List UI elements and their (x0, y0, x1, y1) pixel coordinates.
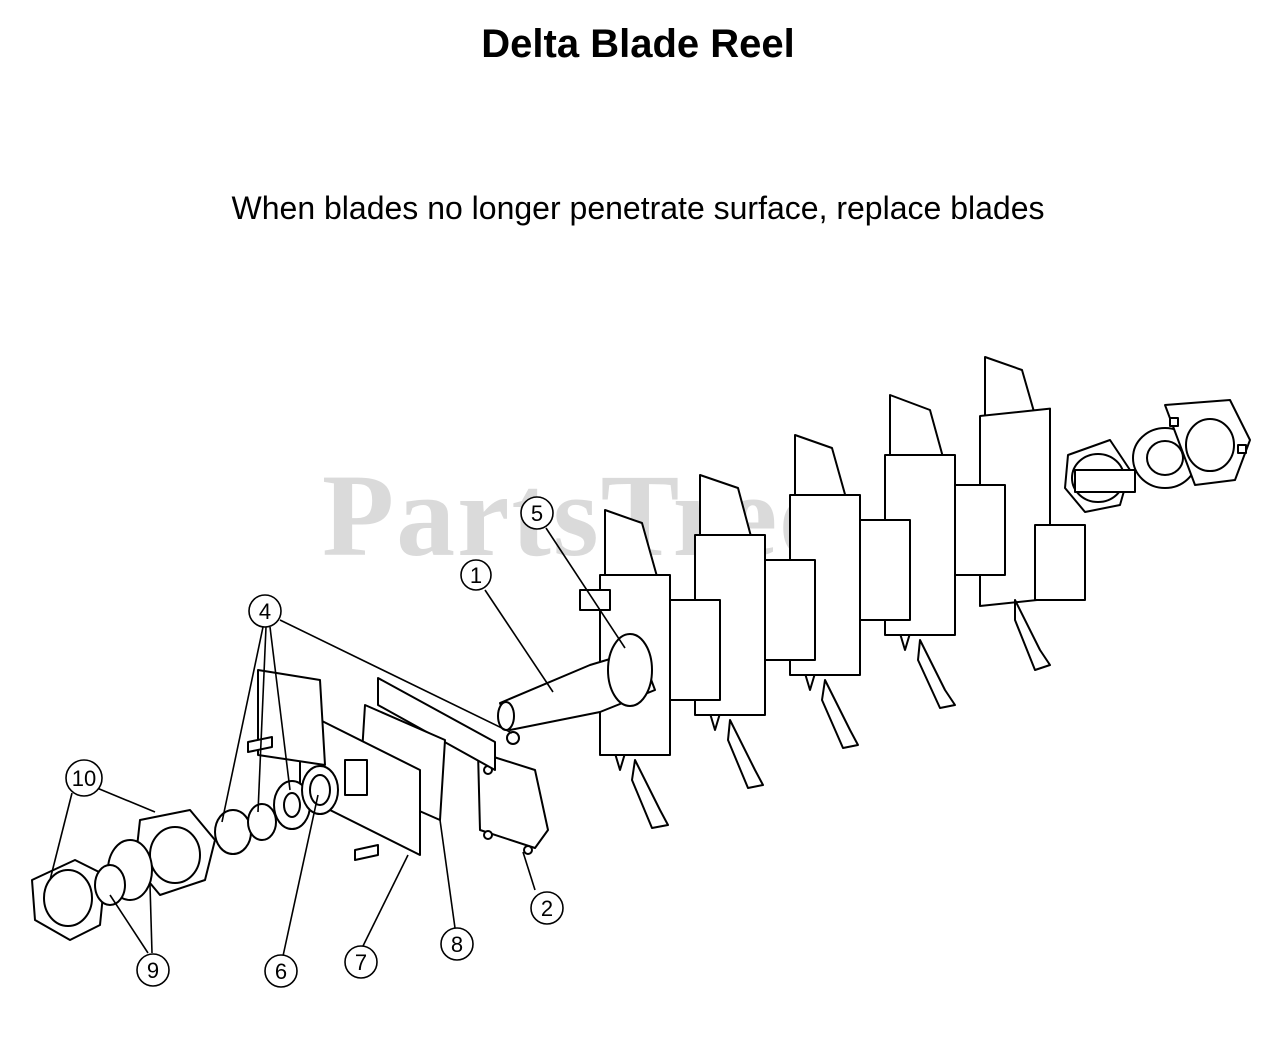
callout-6: 6 (264, 954, 298, 988)
callouts: 1 2 4 5 6 7 8 9 (65, 496, 564, 988)
end-plate (477, 751, 549, 855)
callout-8: 8 (440, 927, 474, 961)
callout-4: 4 (248, 594, 282, 628)
left-flange-bearing (31, 809, 216, 941)
reel-shaft (497, 589, 656, 745)
hardware-washers (214, 736, 379, 861)
svg-text:5: 5 (531, 501, 543, 526)
callout-9: 9 (136, 953, 170, 987)
svg-text:8: 8 (451, 932, 463, 957)
callout-5: 5 (520, 496, 554, 530)
callout-10: 10 (65, 759, 103, 797)
svg-text:2: 2 (541, 896, 553, 921)
callout-7: 7 (344, 945, 378, 979)
svg-text:7: 7 (355, 950, 367, 975)
svg-text:6: 6 (275, 959, 287, 984)
callout-2: 2 (530, 891, 564, 925)
right-flange-bearing (1064, 399, 1251, 513)
svg-text:1: 1 (470, 563, 482, 588)
diagram-subtitle: When blades no longer penetrate surface,… (231, 190, 1045, 226)
mounting-plate (257, 669, 496, 856)
svg-text:10: 10 (72, 766, 96, 791)
svg-text:4: 4 (259, 599, 271, 624)
leader-lines (49, 527, 626, 957)
callout-1: 1 (460, 559, 492, 591)
diagram-title: Delta Blade Reel (481, 22, 795, 66)
svg-text:9: 9 (147, 958, 159, 983)
